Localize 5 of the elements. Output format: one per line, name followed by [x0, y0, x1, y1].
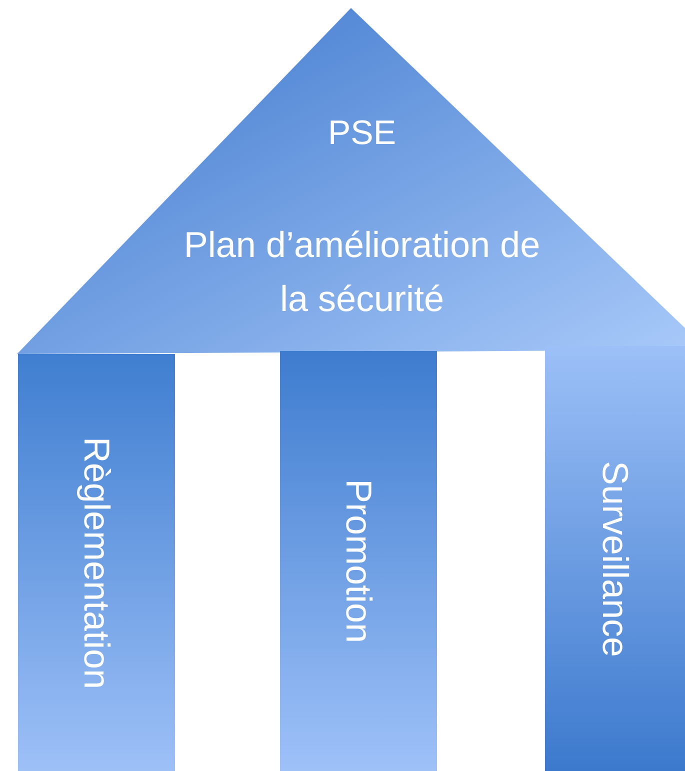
pillar-label: Surveillance: [594, 460, 636, 657]
roof-text: Plan d’amélioration de la sécurité: [182, 223, 542, 321]
pillar-label: Règlementation: [76, 436, 118, 689]
pillar-label: Promotion: [338, 478, 380, 644]
roof-heading: PSE: [326, 113, 398, 154]
